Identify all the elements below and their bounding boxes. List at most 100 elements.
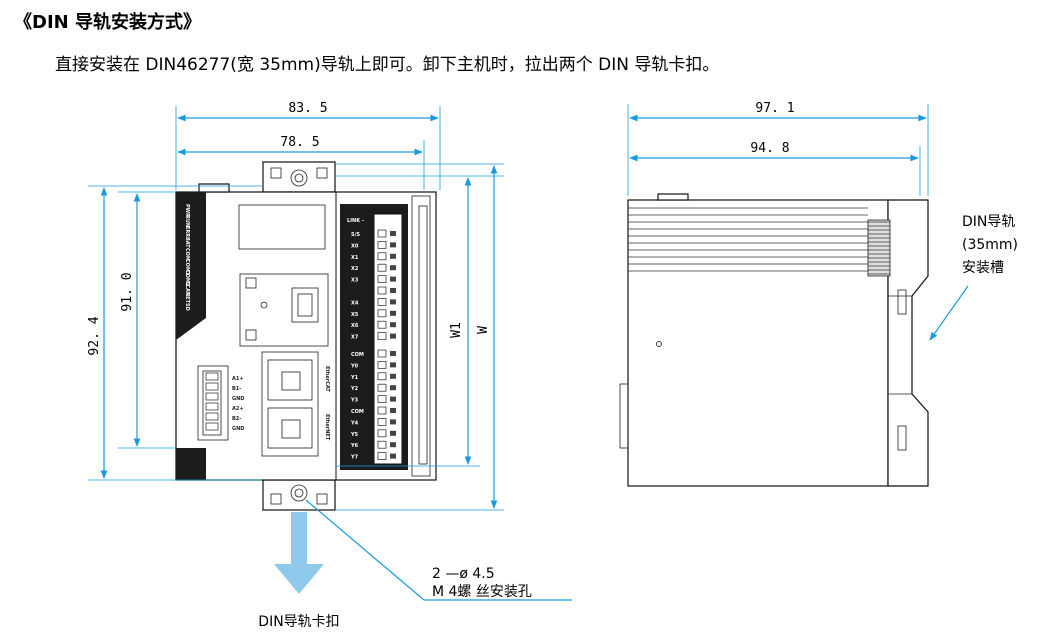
terminal-slot [390, 453, 396, 459]
slot-leader [929, 285, 969, 341]
rs485-pin [205, 412, 219, 421]
terminal-slot [390, 373, 396, 379]
io-terminal-label: COM [351, 352, 364, 358]
io-terminal-label: Y0 [350, 363, 359, 369]
mounting-description: 直接安装在 DIN46277(宽 35mm)导轨上即可。卸下主机时，拉出两个 D… [55, 55, 720, 75]
io-terminal-label: COM [351, 409, 364, 415]
rs485-pin [205, 372, 219, 381]
io-terminal-label: X2 [351, 266, 359, 272]
rs485-pin [205, 392, 219, 401]
io-terminal-label: X7 [351, 335, 359, 341]
io-terminal-label: S/S [351, 232, 360, 238]
panel-led-label: PWR [184, 204, 190, 217]
din-clip-arrow [274, 512, 324, 594]
terminal-screw [377, 332, 387, 340]
terminal-screw [377, 229, 387, 238]
terminal-screw [377, 383, 387, 392]
terminal-slot [390, 333, 396, 339]
ethercat-port-label: EtherCAT [324, 366, 330, 392]
io-terminal-label: X3 [351, 278, 359, 284]
terminal-screw [377, 263, 387, 272]
terminal-slot [390, 396, 396, 402]
terminal-slot [390, 265, 396, 271]
bottom-mounting-clip [262, 479, 336, 511]
terminal-screw [377, 429, 387, 438]
ethernet-ports [261, 351, 319, 457]
terminal-slot [390, 288, 396, 293]
w-label: W [476, 326, 491, 334]
side-view: 97. 1 94. 8 DIN导轨 (35mm) 安装槽 [619, 101, 1018, 487]
terminal-screw [377, 252, 387, 261]
terminal-screw [377, 406, 387, 415]
rs485-pin-label: B1- [232, 386, 241, 392]
terminal-screw [377, 349, 387, 358]
depth-overall-label: 97. 1 [755, 101, 794, 116]
terminal-screw [377, 275, 387, 283]
panel-led-label: NET [184, 292, 190, 304]
slot-label-line1: DIN导轨 [962, 214, 1015, 230]
io-terminal-label: Y5 [350, 432, 359, 438]
io-terminal-label: X5 [351, 312, 359, 318]
panel-led-label: COM2 [184, 270, 190, 287]
terminal-slot [390, 362, 396, 368]
terminal-screw [377, 452, 387, 460]
terminal-screw [377, 440, 387, 449]
sd-card-area [239, 273, 329, 347]
panel-led-label: BAT [184, 237, 190, 248]
rs485-terminal [197, 365, 229, 441]
terminal-slot [390, 310, 396, 316]
terminal-slot [390, 253, 396, 259]
terminal-slot [390, 242, 396, 248]
rs485-pin [205, 422, 219, 431]
top-mounting-clip [262, 161, 336, 193]
terminal-screw [377, 395, 387, 403]
terminal-slot [390, 408, 396, 413]
terminal-screw [377, 298, 387, 306]
terminal-screw [377, 320, 387, 329]
io-terminal-label: Y4 [350, 420, 359, 426]
rs485-pin-label: GND [232, 426, 244, 432]
display-window [238, 204, 326, 250]
usb-port [291, 287, 319, 323]
section-title: 《DIN 导轨安装方式》 [14, 12, 201, 33]
depth-body-label: 94. 8 [750, 141, 789, 156]
mounting-hole-spec: 2 —ø 4.5 [432, 566, 495, 582]
link-label: LINK - [347, 218, 364, 224]
width-body-label: 78. 5 [280, 135, 319, 150]
terminal-slot [390, 299, 396, 305]
terminal-slot [390, 276, 396, 282]
w1-label: W1 [449, 322, 464, 338]
led-panel [176, 192, 206, 340]
panel-led-label: ERR [184, 226, 190, 237]
io-terminal-label: X0 [351, 243, 359, 249]
mounting-hole-leader [305, 499, 425, 601]
height-body-label: 91. 0 [120, 272, 135, 311]
io-terminal-label: Y6 [350, 443, 359, 449]
panel-led-label: COM1 [184, 259, 190, 276]
slot-label-line2: (35mm) [962, 237, 1018, 253]
rs485-pin [205, 382, 219, 391]
terminal-screw [377, 241, 387, 249]
din-clip-label: DIN导轨卡扣 [258, 614, 339, 630]
din-rail-bracket [887, 199, 929, 487]
rs485-pin [205, 402, 219, 411]
terminal-slot [390, 322, 396, 328]
height-overall-label: 92. 4 [87, 316, 102, 355]
terminal-slot [390, 385, 396, 391]
terminal-screw [377, 286, 387, 295]
slot-label-line3: 安装槽 [962, 260, 1004, 276]
panel-led-label: COM [184, 248, 190, 261]
side-body [627, 199, 889, 487]
rs485-pin-label: B2- [232, 416, 241, 422]
rs485-pin-label: A2+ [232, 406, 244, 412]
terminal-slot [390, 430, 396, 436]
io-terminal-label: Y7 [350, 455, 359, 461]
panel-led-label: ECAT [184, 281, 190, 296]
terminal-screw [377, 418, 387, 426]
rs485-pin-label: GND [232, 396, 244, 402]
terminal-screw [377, 372, 387, 381]
io-terminal-label: X1 [351, 255, 359, 261]
io-terminal-label: X4 [351, 300, 359, 306]
